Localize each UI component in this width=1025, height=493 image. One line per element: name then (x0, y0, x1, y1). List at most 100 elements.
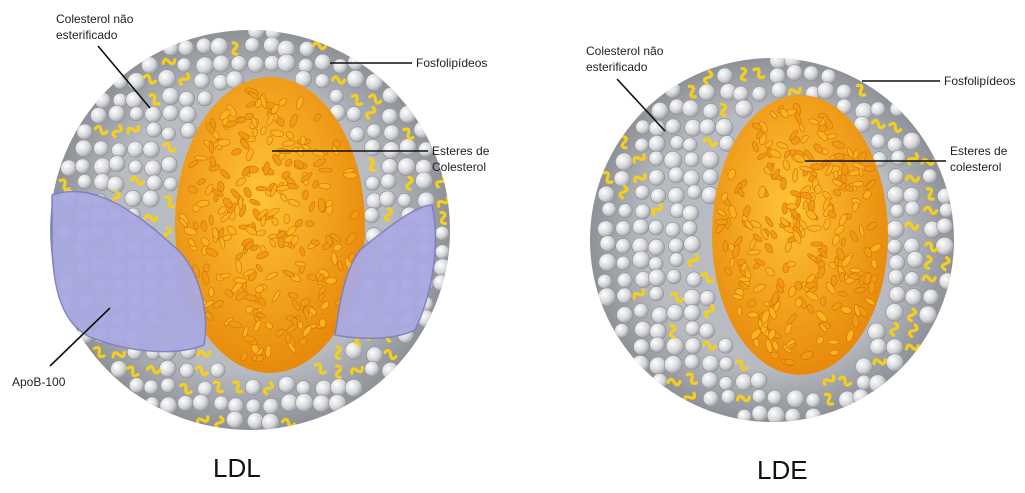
phospholipid-head (382, 159, 398, 175)
cholesteryl-ester-molecule (209, 215, 214, 225)
phospholipid-head (871, 134, 886, 149)
phospholipid-head (652, 102, 669, 119)
phospholipid-head (129, 378, 144, 393)
phospholipid-head (936, 237, 954, 255)
phospholipid-head (161, 378, 176, 393)
ldl-esters-label-1: Esteres de (432, 144, 490, 158)
phospholipid-head (649, 151, 664, 166)
phospholipid-head (737, 409, 751, 423)
phospholipid-head (887, 186, 904, 203)
phospholipid-head (333, 59, 348, 74)
phospholipid-head (146, 175, 162, 191)
phospholipid-head (669, 167, 685, 183)
phospholipid-head (871, 102, 886, 117)
phospholipid-head (384, 125, 400, 141)
phospholipid-head (179, 106, 196, 123)
phospholipid-head (718, 338, 733, 353)
phospholipid-head (805, 408, 821, 424)
cholesteryl-ester-molecule (209, 288, 214, 297)
phospholipid-head (650, 337, 665, 352)
phospholipid-head (598, 186, 615, 203)
phospholipid-head (382, 362, 399, 379)
phospholipid-head (634, 304, 649, 319)
phospholipid-head (721, 390, 735, 404)
phospholipid-head (903, 132, 921, 150)
phospholipid-head (295, 394, 313, 412)
phospholipid-head (670, 136, 684, 150)
phospholipid-head (869, 375, 887, 393)
cholesteryl-ester-molecule (305, 221, 314, 227)
phospholipid-head (194, 73, 210, 89)
phospholipid-head (366, 176, 380, 190)
phospholipid-head (365, 362, 380, 377)
phospholipid-head (616, 221, 631, 236)
phospholipid-head (634, 339, 650, 355)
phospholipid-head (665, 82, 681, 98)
phospholipid-head (379, 191, 395, 207)
cholesteryl-ester-molecule (840, 272, 845, 282)
phospholipid-head (836, 84, 851, 99)
phospholipid-head (905, 272, 919, 286)
phospholipid-head (330, 89, 344, 103)
phospholipid-head (399, 139, 416, 156)
phospholipid-head (602, 202, 616, 216)
phospholipid-head (75, 140, 92, 157)
phospholipid-head (684, 354, 699, 369)
phospholipid-head (889, 286, 905, 302)
phospholipid-head (652, 307, 669, 324)
phospholipid-head (245, 379, 261, 395)
phospholipid-head (600, 236, 616, 252)
phospholipid-head (95, 92, 111, 108)
phospholipid-head (635, 185, 649, 199)
phospholipid-head (699, 84, 716, 101)
phospholipid-head (806, 393, 820, 407)
phospholipid-head (716, 119, 734, 137)
cholesteryl-ester-molecule (319, 168, 332, 172)
phospholipid-head (752, 405, 768, 421)
phospholipid-head (145, 160, 162, 177)
cholesteryl-ester-molecule (831, 275, 838, 286)
phospholipid-head (231, 56, 247, 72)
phospholipid-head (699, 119, 715, 135)
phospholipid-head (751, 372, 767, 388)
phospholipid-head (144, 380, 158, 394)
lde-free-cholesterol-label-1: Colesterol não (586, 44, 664, 58)
phospholipid-head (415, 172, 432, 189)
cholesteryl-ester-molecule (817, 113, 827, 118)
phospholipid-head (665, 119, 680, 134)
phospholipid-head (853, 389, 869, 405)
phospholipid-head (635, 204, 650, 219)
ldl-esters-label-2: Colesterol (432, 160, 486, 174)
cholesteryl-ester-molecule (808, 225, 822, 231)
phospholipid-head (347, 70, 365, 88)
phospholipid-head (702, 355, 719, 372)
phospholipid-head (939, 273, 956, 290)
phospholipid-head (345, 379, 362, 396)
phospholipid-head (683, 138, 697, 152)
phospholipid-head (382, 87, 398, 103)
phospholipid-head (821, 69, 836, 84)
phospholipid-head (703, 391, 718, 406)
phospholipid-head (181, 123, 197, 139)
phospholipid-head (687, 272, 702, 287)
phospholipid-head (905, 201, 920, 216)
phospholipid-head (767, 390, 782, 405)
phospholipid-head (923, 169, 937, 183)
phospholipid-head (161, 157, 177, 173)
phospholipid-head (682, 100, 699, 117)
phospholipid-head (664, 151, 682, 169)
phospholipid-head (434, 259, 452, 277)
ldl-free-cholesterol-label-2: esterificado (56, 28, 118, 42)
phospholipid-head (719, 376, 733, 390)
phospholipid-head (196, 57, 214, 75)
phospholipid-head (197, 91, 212, 106)
cholesteryl-ester-molecule (286, 334, 291, 344)
phospholipid-head (347, 107, 362, 122)
phospholipid-head (752, 87, 767, 102)
phospholipid-head (142, 190, 159, 207)
ldl-phospholipids-label: Fosfolipídeos (416, 56, 487, 70)
phospholipid-head (91, 107, 107, 123)
phospholipid-head (684, 152, 699, 167)
phospholipid-head (888, 270, 904, 286)
phospholipid-head (632, 355, 649, 372)
